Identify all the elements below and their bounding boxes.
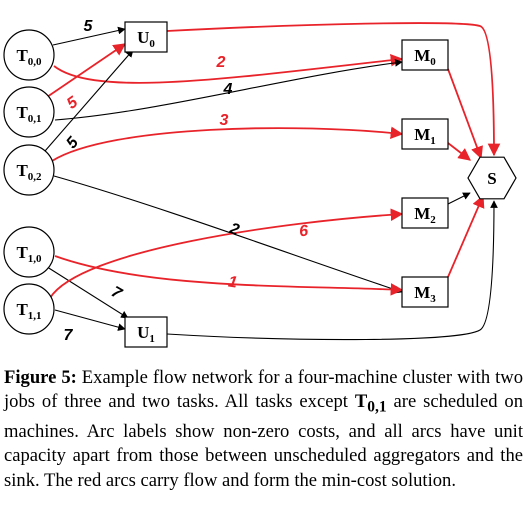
arc-t10-to-u1 [43,264,129,319]
caption-task-letter: T [354,391,368,413]
node-t02: T0,2 [3,144,55,196]
node-t10: T1,0 [3,226,55,278]
m1-label: M1 [414,125,436,147]
arc-t02-to-m3 [53,175,403,294]
u0-label: U0 [137,28,155,50]
u1-label: U1 [137,323,155,345]
arc-m2-to-s [447,192,471,205]
t01-label: T0,1 [16,103,41,125]
caption-text-2: are scheduled on machines. Arc labels sh… [4,391,523,491]
arc-m3-to-s [447,194,485,278]
caption-task-subscript: 0,1 [367,398,387,416]
t01-shape [3,86,55,138]
m3-shape [401,276,449,308]
arc-t11-to-m2 [49,208,404,299]
arcs [43,22,501,341]
m1-shape [401,118,449,150]
arc-t01-to-m0 [54,59,403,121]
t10-shape [3,226,55,278]
arc-m1-to-s [447,142,471,161]
arc-cost-label-t01-m0: 4 [223,81,233,98]
node-t11: T1,1 [3,283,55,335]
node-m1: M1 [401,118,449,150]
m2-label: M2 [414,204,436,226]
arc-cost-label-t11-u1: 7 [64,327,74,344]
figure-label: Figure 5: [4,367,77,388]
arc-cost-label-t10-u1: 7 [108,284,125,304]
t00-label: T0,0 [16,46,42,68]
arc-cost-label-t00-u0: 5 [84,18,94,35]
arc-u0-to-s [166,22,501,157]
node-t00: T0,0 [3,29,55,81]
arc-cost-label-t10-m3: 1 [227,274,238,292]
t11-label: T1,1 [16,300,41,322]
node-m0: M0 [401,39,449,71]
arc-t11-to-u1 [54,309,126,331]
node-u0: U0 [124,21,168,53]
m2-shape [401,197,449,229]
arc-m0-to-s [447,68,483,160]
caption-text-1: Example flow network for a four-machine … [4,367,524,413]
arc-t00-to-u0 [52,26,126,46]
arc-cost-label-t00-m0: 2 [216,54,226,71]
arc-t00-to-m0 [53,53,404,84]
arc-t01-to-u0 [46,43,127,98]
node-u1: U1 [124,316,168,348]
t02-shape [3,144,55,196]
u0-shape [124,21,168,53]
s-label: S [487,169,496,188]
node-m3: M3 [401,276,449,308]
arc-u1-to-s [166,200,498,341]
u1-shape [124,316,168,348]
figure-caption: Figure 5: Example flow network for a fou… [4,366,523,493]
t10-label: T1,0 [16,243,42,265]
arc-cost-label-t11-m2: 6 [298,223,308,241]
arc-t02-to-u0 [44,49,134,152]
caption-task-symbol: T0,1 [354,391,387,416]
node-m2: M2 [401,197,449,229]
node-t01: T0,1 [3,86,55,138]
m0-label: M0 [414,46,436,68]
arc-t02-to-m1 [51,126,404,162]
s-shape [467,156,517,200]
t02-label: T0,2 [16,161,42,183]
t00-shape [3,29,55,81]
t11-shape [3,283,55,335]
node-s: S [467,156,517,200]
m0-shape [401,39,449,71]
m3-label: M3 [414,283,436,305]
arc-cost-label-t01-u0: 5 [64,93,82,113]
arc-cost-label-t02-m1: 3 [220,112,229,129]
